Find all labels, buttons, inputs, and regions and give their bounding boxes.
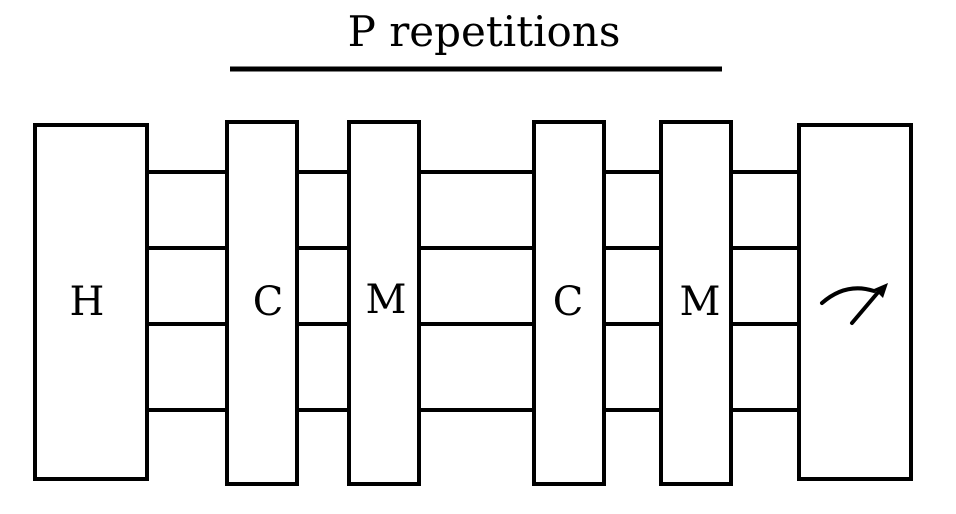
repetitions-label: P repetitions <box>348 7 621 56</box>
cost-gate-2-label: C <box>553 279 584 325</box>
cost-gate-1: C <box>225 120 299 486</box>
hadamard-gate: H <box>33 123 149 481</box>
mixer-gate-2-label: M <box>680 279 721 325</box>
cost-gate-1-label: C <box>253 279 284 325</box>
meter-icon <box>820 283 888 325</box>
mixer-gate-2: M <box>659 120 733 486</box>
hadamard-gate-label: H <box>70 279 105 325</box>
mixer-gate-1-label: M <box>366 277 407 323</box>
cost-gate-2: C <box>532 120 606 486</box>
mixer-gate-1: M <box>347 120 421 486</box>
measurement-gate <box>797 123 913 481</box>
